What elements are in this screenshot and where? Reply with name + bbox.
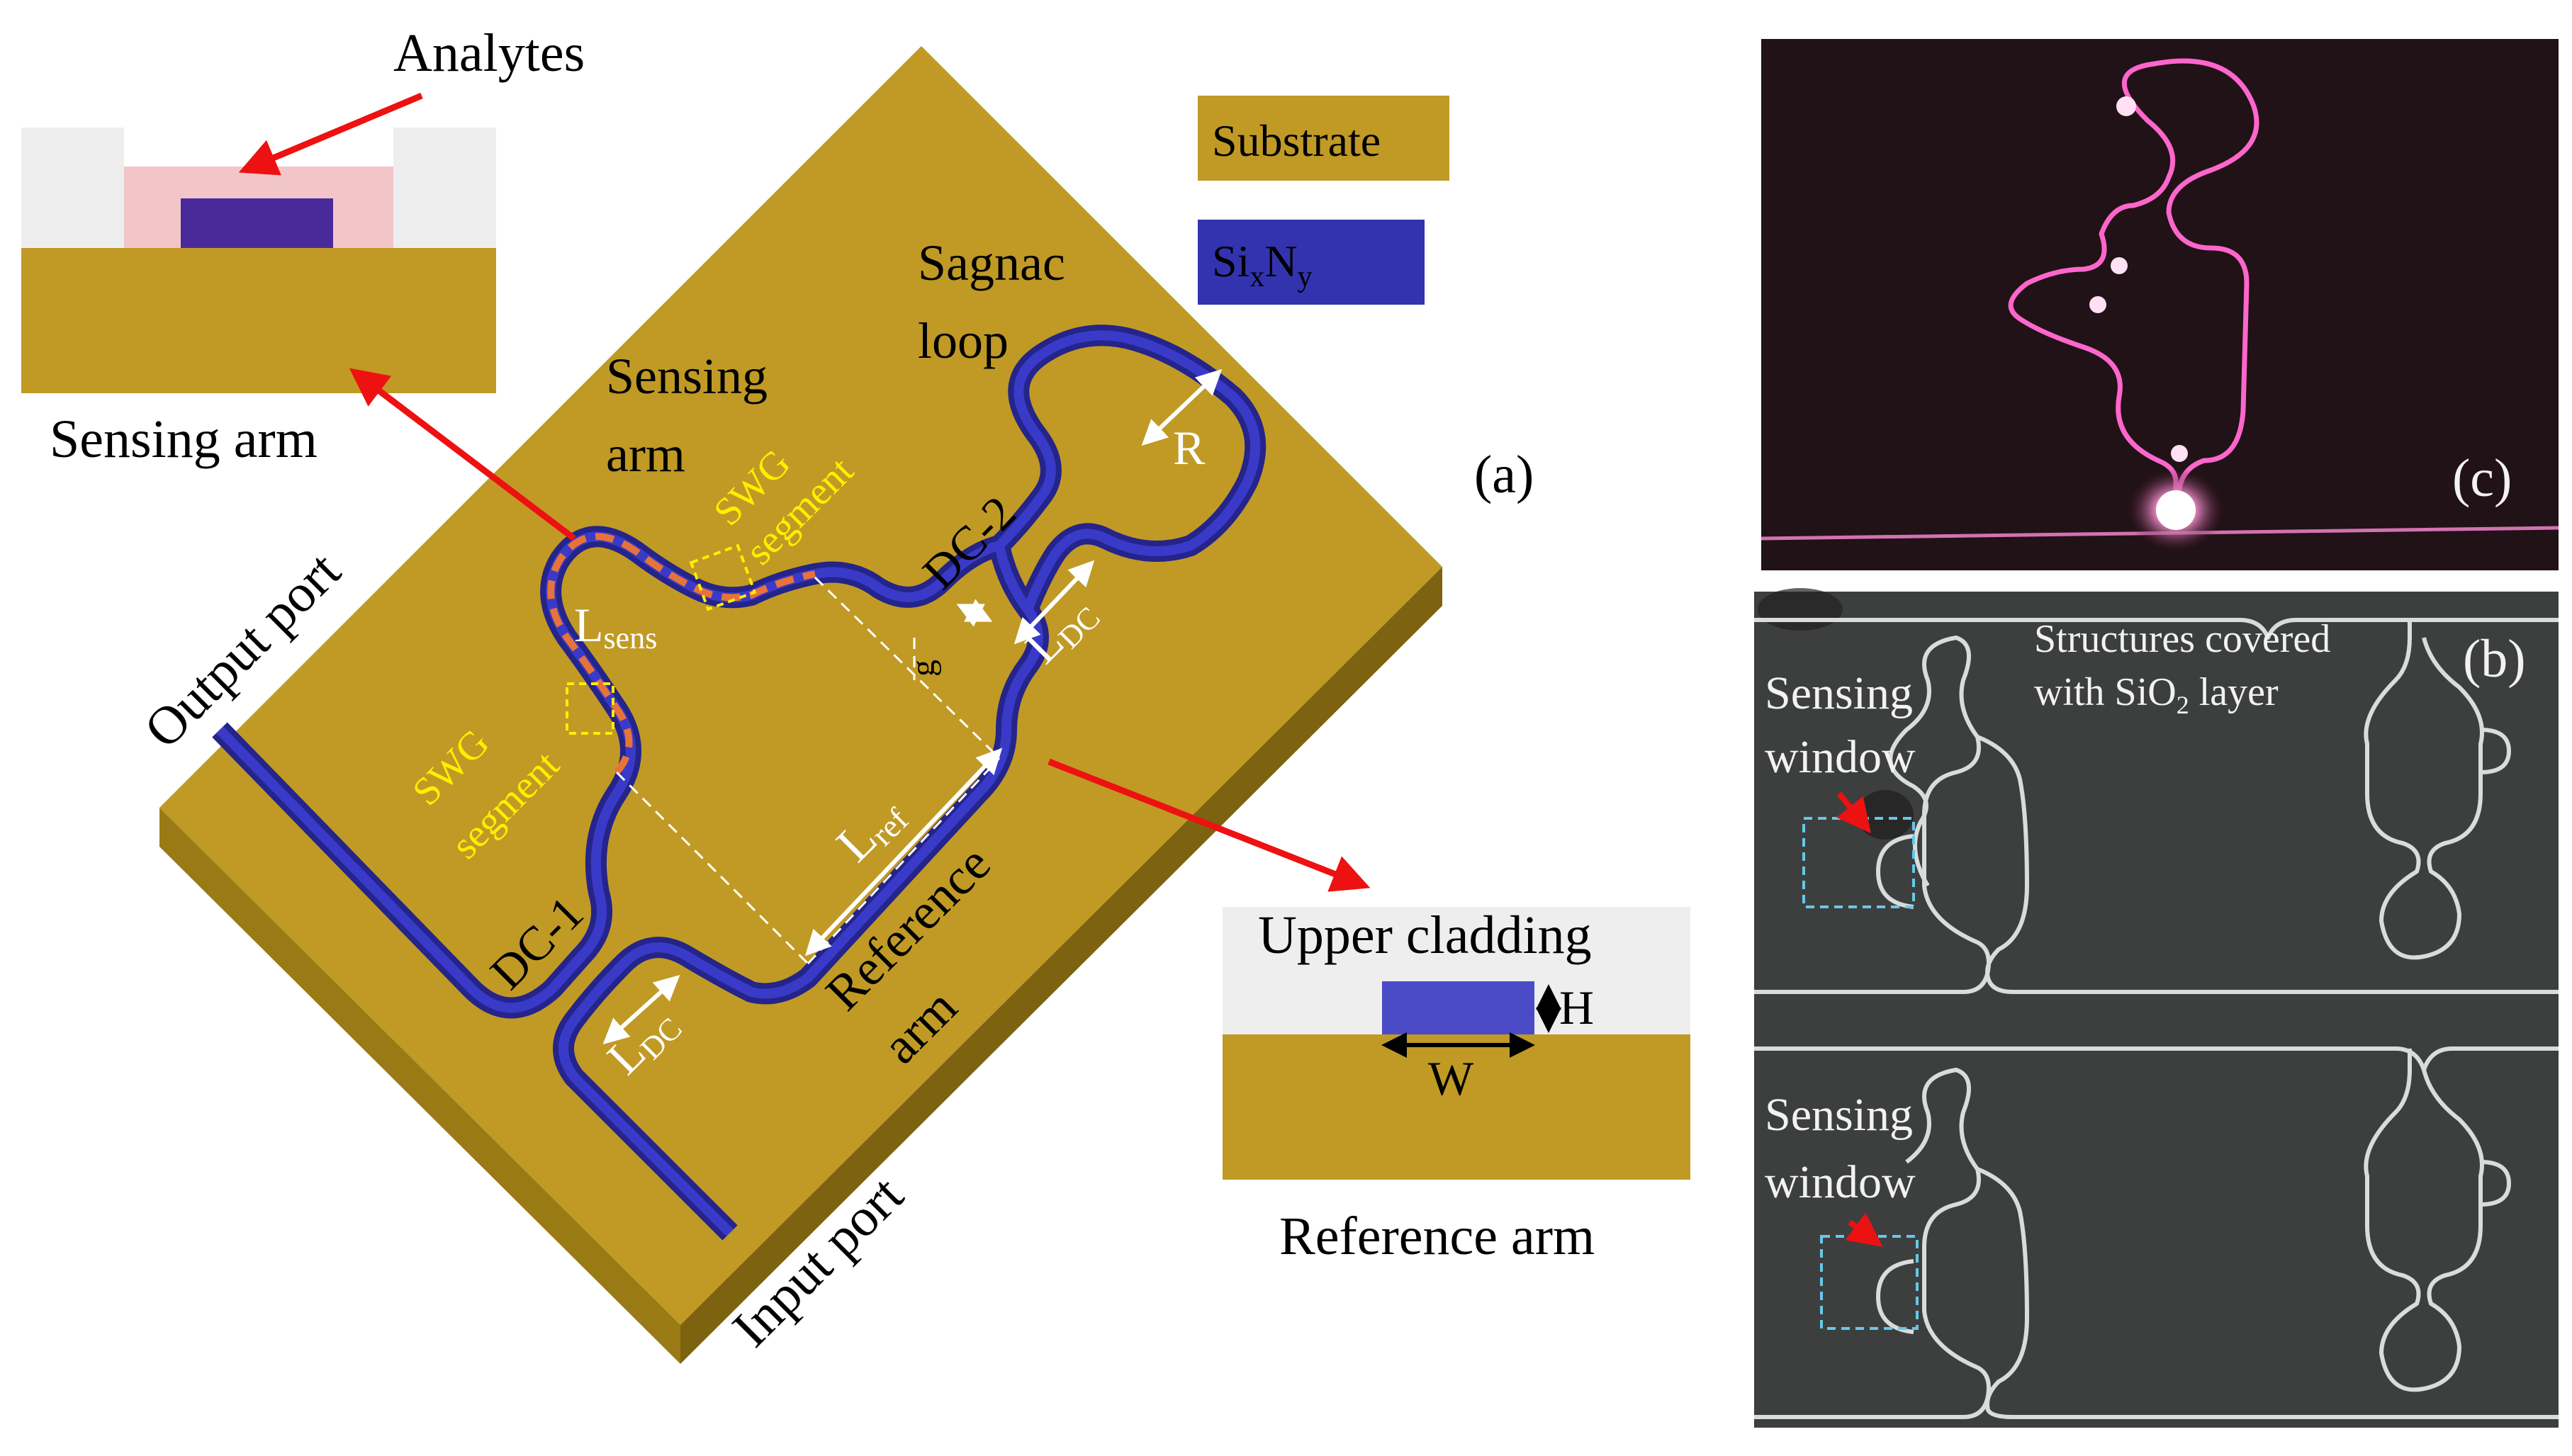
sensing-window-arrow-top (1836, 791, 1871, 834)
legend-sixny-label: SixNy (1212, 236, 1313, 293)
panel-a-label: (a) (1474, 445, 1534, 504)
reference-inset-caption: Reference arm (1279, 1207, 1595, 1266)
height-label: H (1559, 981, 1594, 1034)
gap-label: g (904, 660, 942, 677)
ref-substrate (1223, 1034, 1690, 1180)
sensing-inset-caption: Sensing arm (50, 410, 318, 469)
sensing-label-1: Sensing (606, 348, 768, 405)
panel-b-label: (b) (2463, 629, 2526, 689)
chip-side-left (159, 808, 680, 1364)
window-bottom-line2: window (1765, 1156, 1916, 1208)
legend-substrate-label: Substrate (1212, 115, 1381, 166)
sensing-arm-overlay (547, 533, 816, 775)
window-bottom-line1: Sensing (1765, 1089, 1913, 1141)
analytes-arrow (238, 92, 423, 176)
analytes-label: Analytes (393, 23, 585, 83)
structures-note-line1: Structures covered (2034, 617, 2330, 661)
panel-c: (c) (1760, 39, 2559, 570)
window-top-line1: Sensing (1765, 667, 1913, 719)
core-waveguide (181, 198, 333, 248)
gap-arrow (956, 599, 993, 627)
sagnac-label-2: loop (918, 312, 1009, 369)
ref-core (1382, 981, 1534, 1034)
substrate-block (21, 248, 496, 393)
legend-sixny-swatch (1198, 220, 1425, 305)
l-sens-label: Lsens (574, 598, 657, 655)
width-label: W (1428, 1051, 1474, 1105)
sensing-window-arrow-bottom (1845, 1212, 1883, 1247)
swg-box-top (689, 543, 757, 611)
panel-b: Sensing window Sensing window Structures… (1754, 588, 2559, 1428)
l-dc-top-arrow (1013, 560, 1095, 645)
sensing-arm-inset: Analytes Sensing arm (21, 23, 585, 541)
panel-a: Sagnac loop Sensing arm SWG segment SWG … (21, 23, 1690, 1364)
panel-c-label: (c) (2452, 448, 2512, 508)
upper-cladding-label: Upper cladding (1258, 905, 1592, 965)
l-dc-bottom-arrow (602, 974, 680, 1045)
sensing-pointer-arrow (349, 368, 576, 541)
window-top-line2: window (1765, 731, 1916, 783)
micrograph-waveguides (1754, 618, 2559, 1419)
reference-arm-inset: Upper cladding H W Reference arm (1048, 758, 1690, 1266)
reference-pointer-arrow (1048, 758, 1371, 892)
l-ref-arrow (804, 747, 1003, 956)
chip-side-right (680, 567, 1442, 1364)
legend-substrate-swatch (1198, 96, 1449, 181)
radius-arrow (1141, 368, 1223, 446)
dimension-arrows (602, 368, 1223, 1045)
panel-b-photo (1754, 592, 2559, 1428)
radius-label: R (1173, 421, 1206, 475)
structures-note-line2: with SiO2 layer (2034, 670, 2279, 719)
sagnac-label-1: Sagnac (918, 235, 1065, 291)
glowing-device (2008, 58, 2259, 527)
sensing-label-2: arm (606, 426, 685, 482)
